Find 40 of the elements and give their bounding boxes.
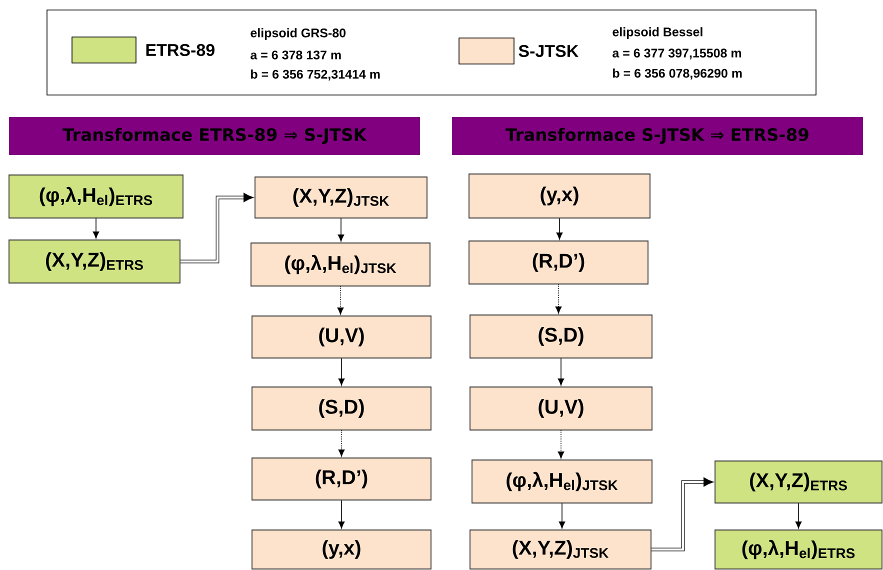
process-box: (φ,λ,H$_{el}$)$_{ETRS}$ — [714, 530, 882, 570]
process-box: (X,Y,Z)$_{ETRS}$ — [714, 460, 882, 504]
ellipsoid-parameter: elipsoid GRS-80 — [250, 28, 346, 40]
arrow — [558, 358, 564, 386]
arrow — [556, 218, 563, 240]
process-box: (y,x) — [468, 174, 650, 218]
process-box: (S,D) — [470, 314, 652, 358]
process-box: (U,V) — [470, 386, 652, 430]
arrow — [795, 503, 802, 529]
process-box: (R,D’) — [252, 458, 432, 500]
ellipsoid-parameter: b = 6 356 752,31414 m — [251, 70, 380, 80]
ellipsoid-parameter: a = 6 378 137 m — [250, 50, 341, 60]
arrow — [180, 192, 254, 264]
arrow — [337, 286, 344, 315]
ellipsoid-parameter: elipsoid Bessel — [612, 27, 702, 39]
legend-label: ETRS-89 — [146, 44, 214, 56]
process-box: (φ,λ,H$_{el}$)$_{JTSK}$ — [250, 242, 430, 286]
arrow — [338, 500, 345, 529]
arrow — [651, 477, 714, 552]
arrow — [558, 503, 566, 529]
process-box: (R,D’) — [468, 240, 648, 284]
process-box: (X,Y,Z)$_{JTSK}$ — [254, 176, 428, 218]
arrow — [555, 284, 562, 314]
process-box: (X,Y,Z)$_{JTSK}$ — [470, 530, 652, 570]
arrow — [338, 430, 345, 457]
process-box: (S,D) — [252, 386, 432, 430]
ellipsoid-parameter: b = 6 356 078,96290 m — [613, 68, 742, 80]
legend-label: S-JTSK — [518, 44, 578, 58]
arrow — [92, 218, 100, 239]
process-box: (X,Y,Z)$_{ETRS}$ — [8, 240, 180, 284]
process-box: (y,x) — [252, 530, 432, 570]
ellipsoid-parameter: a = 6 377 397,15508 m — [612, 48, 742, 60]
process-box: (φ,λ,H$_{el}$)$_{JTSK}$ — [472, 460, 652, 504]
heading-band: Transformace ETRS-89 ⇒ S-JTSK — [9, 117, 420, 155]
heading-band: Transformace S-JTSK ⇒ ETRS-89 — [452, 117, 863, 155]
arrow — [338, 358, 345, 386]
process-box: (U,V) — [252, 316, 432, 358]
arrow — [558, 430, 564, 459]
arrow — [338, 218, 344, 242]
process-box: (φ,λ,H$_{el}$)$_{ETRS}$ — [8, 174, 184, 218]
